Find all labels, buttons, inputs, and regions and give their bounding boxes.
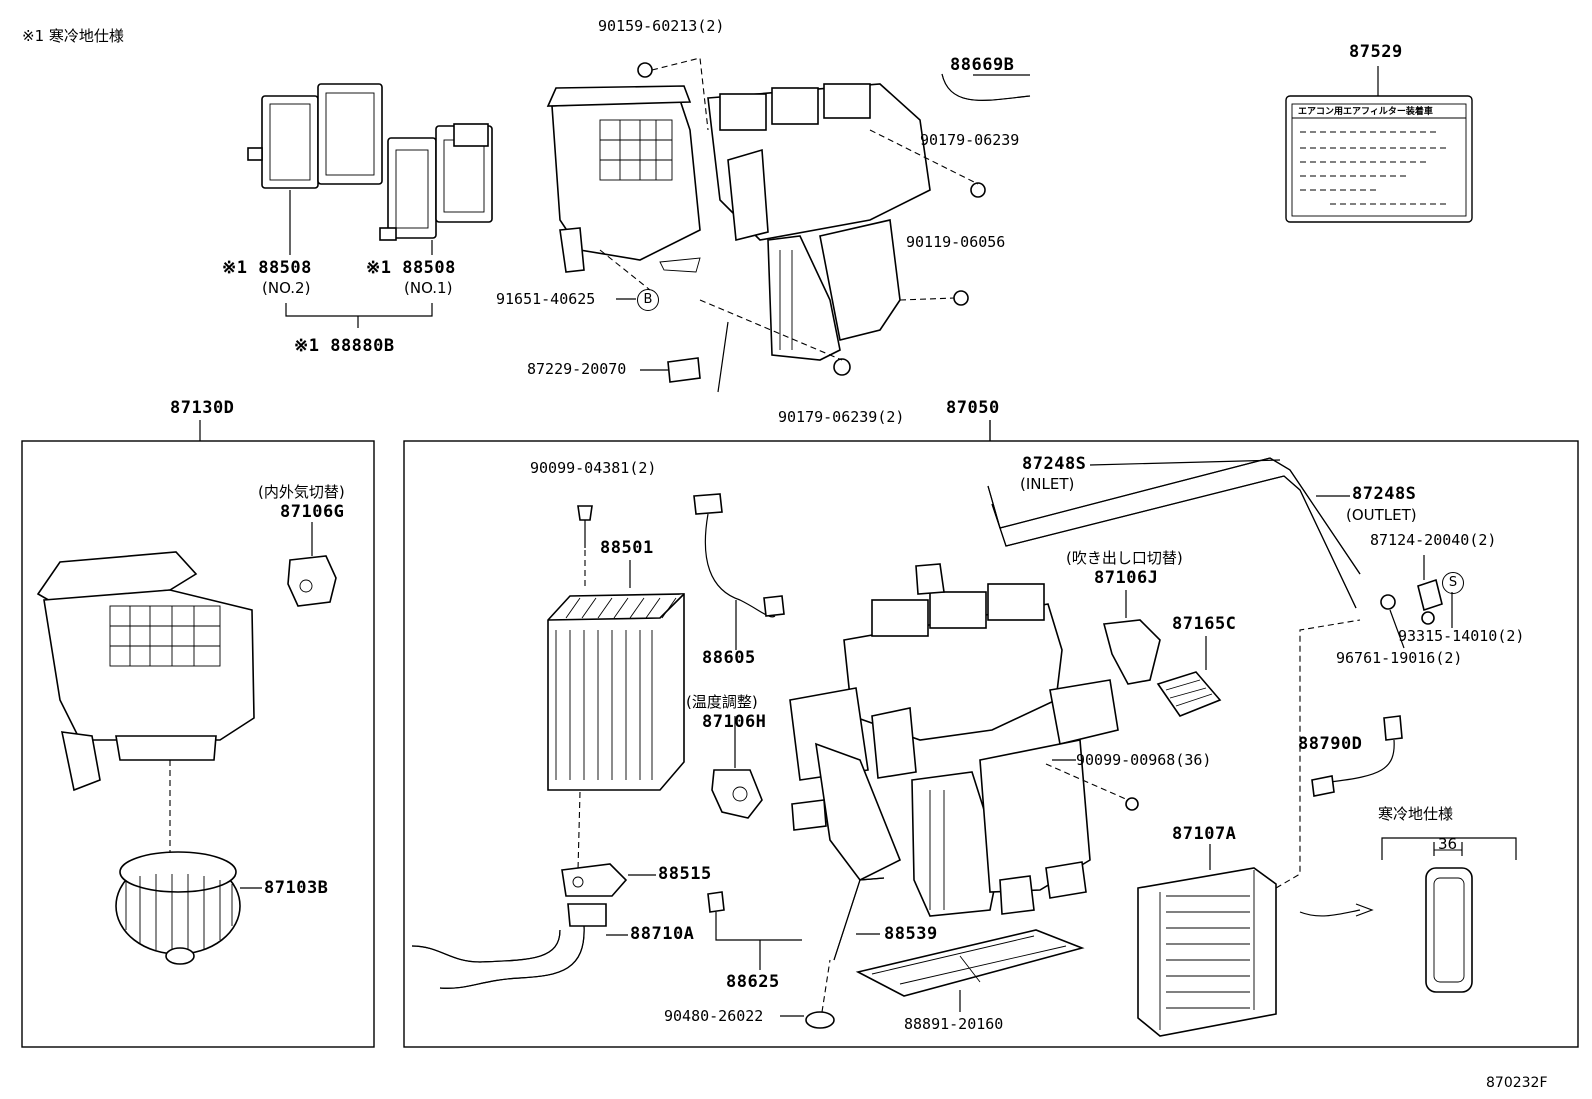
grommet-icon bbox=[667, 357, 701, 383]
blower-frame bbox=[21, 440, 375, 1048]
drain-hose-label: 88539 bbox=[884, 924, 938, 944]
valve-drawing bbox=[561, 863, 628, 897]
tube-label: 88710A bbox=[630, 924, 695, 944]
footer-code: 870232F bbox=[1486, 1075, 1548, 1091]
heater-unit-label: 87050 bbox=[946, 398, 1000, 418]
label-card-heading: エアコン用エアフィルター装着車 bbox=[1298, 107, 1433, 117]
pipes-drawing bbox=[987, 457, 1361, 609]
tube-drawing bbox=[411, 903, 607, 989]
resistor-drawing bbox=[1156, 671, 1222, 717]
pipe-outlet-label: 87248S bbox=[1352, 484, 1417, 504]
valve-label: 88515 bbox=[658, 864, 712, 884]
filter-no2-label: ※1 88508 bbox=[222, 258, 312, 278]
core-drawing bbox=[1137, 867, 1277, 1037]
temp-servo-label: 87106H bbox=[702, 712, 767, 732]
mode-servo-label: 87106J bbox=[1094, 568, 1159, 588]
pipe-inlet-sub: (INLET) bbox=[1020, 475, 1075, 493]
cover-drawing bbox=[855, 929, 1085, 997]
filter-no1-label: ※1 88508 bbox=[366, 258, 456, 278]
clamp-bolt-label: 93315-14010(2) bbox=[1398, 627, 1525, 645]
filter-set-label: ※1 88880B bbox=[294, 336, 395, 356]
cold-spec-label: 寒冷地仕様 bbox=[1378, 805, 1454, 823]
filter-no1-drawing bbox=[379, 123, 493, 241]
filter-no1-sub: (NO.1) bbox=[404, 279, 453, 297]
screw-many-label: 90099-00968(36) bbox=[1076, 751, 1212, 769]
pipe-outlet-sub: (OUTLET) bbox=[1346, 506, 1417, 524]
cold-core-drawing bbox=[1425, 867, 1473, 993]
servo-87106g-drawing bbox=[287, 555, 337, 607]
nut-bottom-icon bbox=[833, 358, 851, 376]
heater-frame bbox=[403, 440, 1579, 1048]
cover-label: 88891-20160 bbox=[904, 1015, 1004, 1033]
evaporator-label: 88501 bbox=[600, 538, 654, 558]
thermistor-label: 88625 bbox=[726, 972, 780, 992]
clamp-mark: S bbox=[1442, 572, 1464, 594]
servo-g-note: (内外気切替) bbox=[258, 483, 345, 501]
filter-no2-drawing bbox=[247, 83, 383, 189]
hose-label: 88669B bbox=[950, 55, 1015, 75]
label-card-lines bbox=[1300, 131, 1450, 205]
blower-unit-drawing bbox=[36, 551, 255, 792]
evaporator-drawing bbox=[547, 593, 685, 791]
nut-bottom-label: 90179-06239(2) bbox=[778, 408, 905, 426]
cold-dim-label: 36 bbox=[1438, 835, 1458, 853]
heater-unit-drawing bbox=[789, 563, 1119, 917]
sensor-drawing bbox=[1311, 715, 1403, 797]
top-assembly-drawing bbox=[546, 83, 931, 361]
screw-label: 90099-04381(2) bbox=[530, 459, 657, 477]
clip-b-mark: B bbox=[637, 289, 659, 311]
filter-no2-sub: (NO.2) bbox=[262, 279, 311, 297]
label-card-part-no: 87529 bbox=[1349, 42, 1403, 62]
mode-servo-note: (吹き出し口切替) bbox=[1066, 549, 1183, 567]
pipe-inlet-label: 87248S bbox=[1022, 454, 1087, 474]
bolt-top-icon bbox=[637, 62, 653, 78]
blower-motor-drawing bbox=[115, 851, 241, 965]
servo-87106h-drawing bbox=[711, 769, 763, 819]
nut-right-icon bbox=[970, 182, 986, 198]
header-note: ※1 寒冷地仕様 bbox=[22, 27, 124, 45]
clamp-label: 87124-20040(2) bbox=[1370, 531, 1497, 549]
core-label: 87107A bbox=[1172, 824, 1237, 844]
bolt-top-label: 90159-60213(2) bbox=[598, 17, 725, 35]
screw-drawing bbox=[577, 505, 593, 548]
plug-label: 90480-26022 bbox=[664, 1007, 764, 1025]
clip-b-label: 91651-40625 bbox=[496, 290, 596, 308]
grommet-label: 87229-20070 bbox=[527, 360, 627, 378]
bolt-right-label: 90119-06056 bbox=[906, 233, 1006, 251]
nut-right-label: 90179-06239 bbox=[920, 131, 1020, 149]
servo-g-label: 87106G bbox=[280, 502, 345, 522]
servo-87106j-drawing bbox=[1102, 619, 1161, 685]
bolt-right-icon bbox=[953, 290, 969, 306]
o-ring-icon bbox=[1380, 594, 1396, 610]
blower-unit-label: 87130D bbox=[170, 398, 235, 418]
sensor-label: 88790D bbox=[1298, 734, 1363, 754]
clamp-icon bbox=[1417, 578, 1443, 612]
o-ring-label: 96761-19016(2) bbox=[1336, 649, 1463, 667]
motor-label: 87103B bbox=[264, 878, 329, 898]
temp-servo-note: (温度調整) bbox=[686, 693, 758, 711]
wire-label: 88605 bbox=[702, 648, 756, 668]
resistor-label: 87165C bbox=[1172, 614, 1237, 634]
